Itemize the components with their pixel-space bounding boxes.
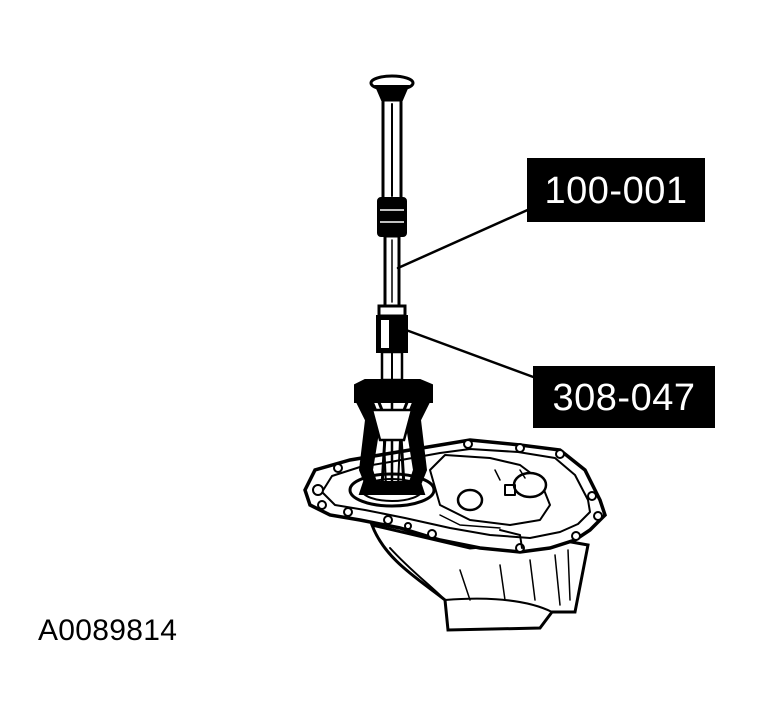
callout-label-100-001: 100-001 <box>545 170 688 212</box>
leader-line-100-001 <box>396 206 534 270</box>
leader-line-308-047 <box>404 328 538 380</box>
bearing-puller <box>354 379 433 495</box>
figure-id: A0089814 <box>38 614 178 647</box>
callout-100-001: 100-001 <box>527 158 705 222</box>
transmission-housing <box>303 438 608 632</box>
slide-hammer <box>369 74 415 382</box>
callout-308-047: 308-047 <box>533 366 715 428</box>
callout-label-308-047: 308-047 <box>553 377 696 419</box>
